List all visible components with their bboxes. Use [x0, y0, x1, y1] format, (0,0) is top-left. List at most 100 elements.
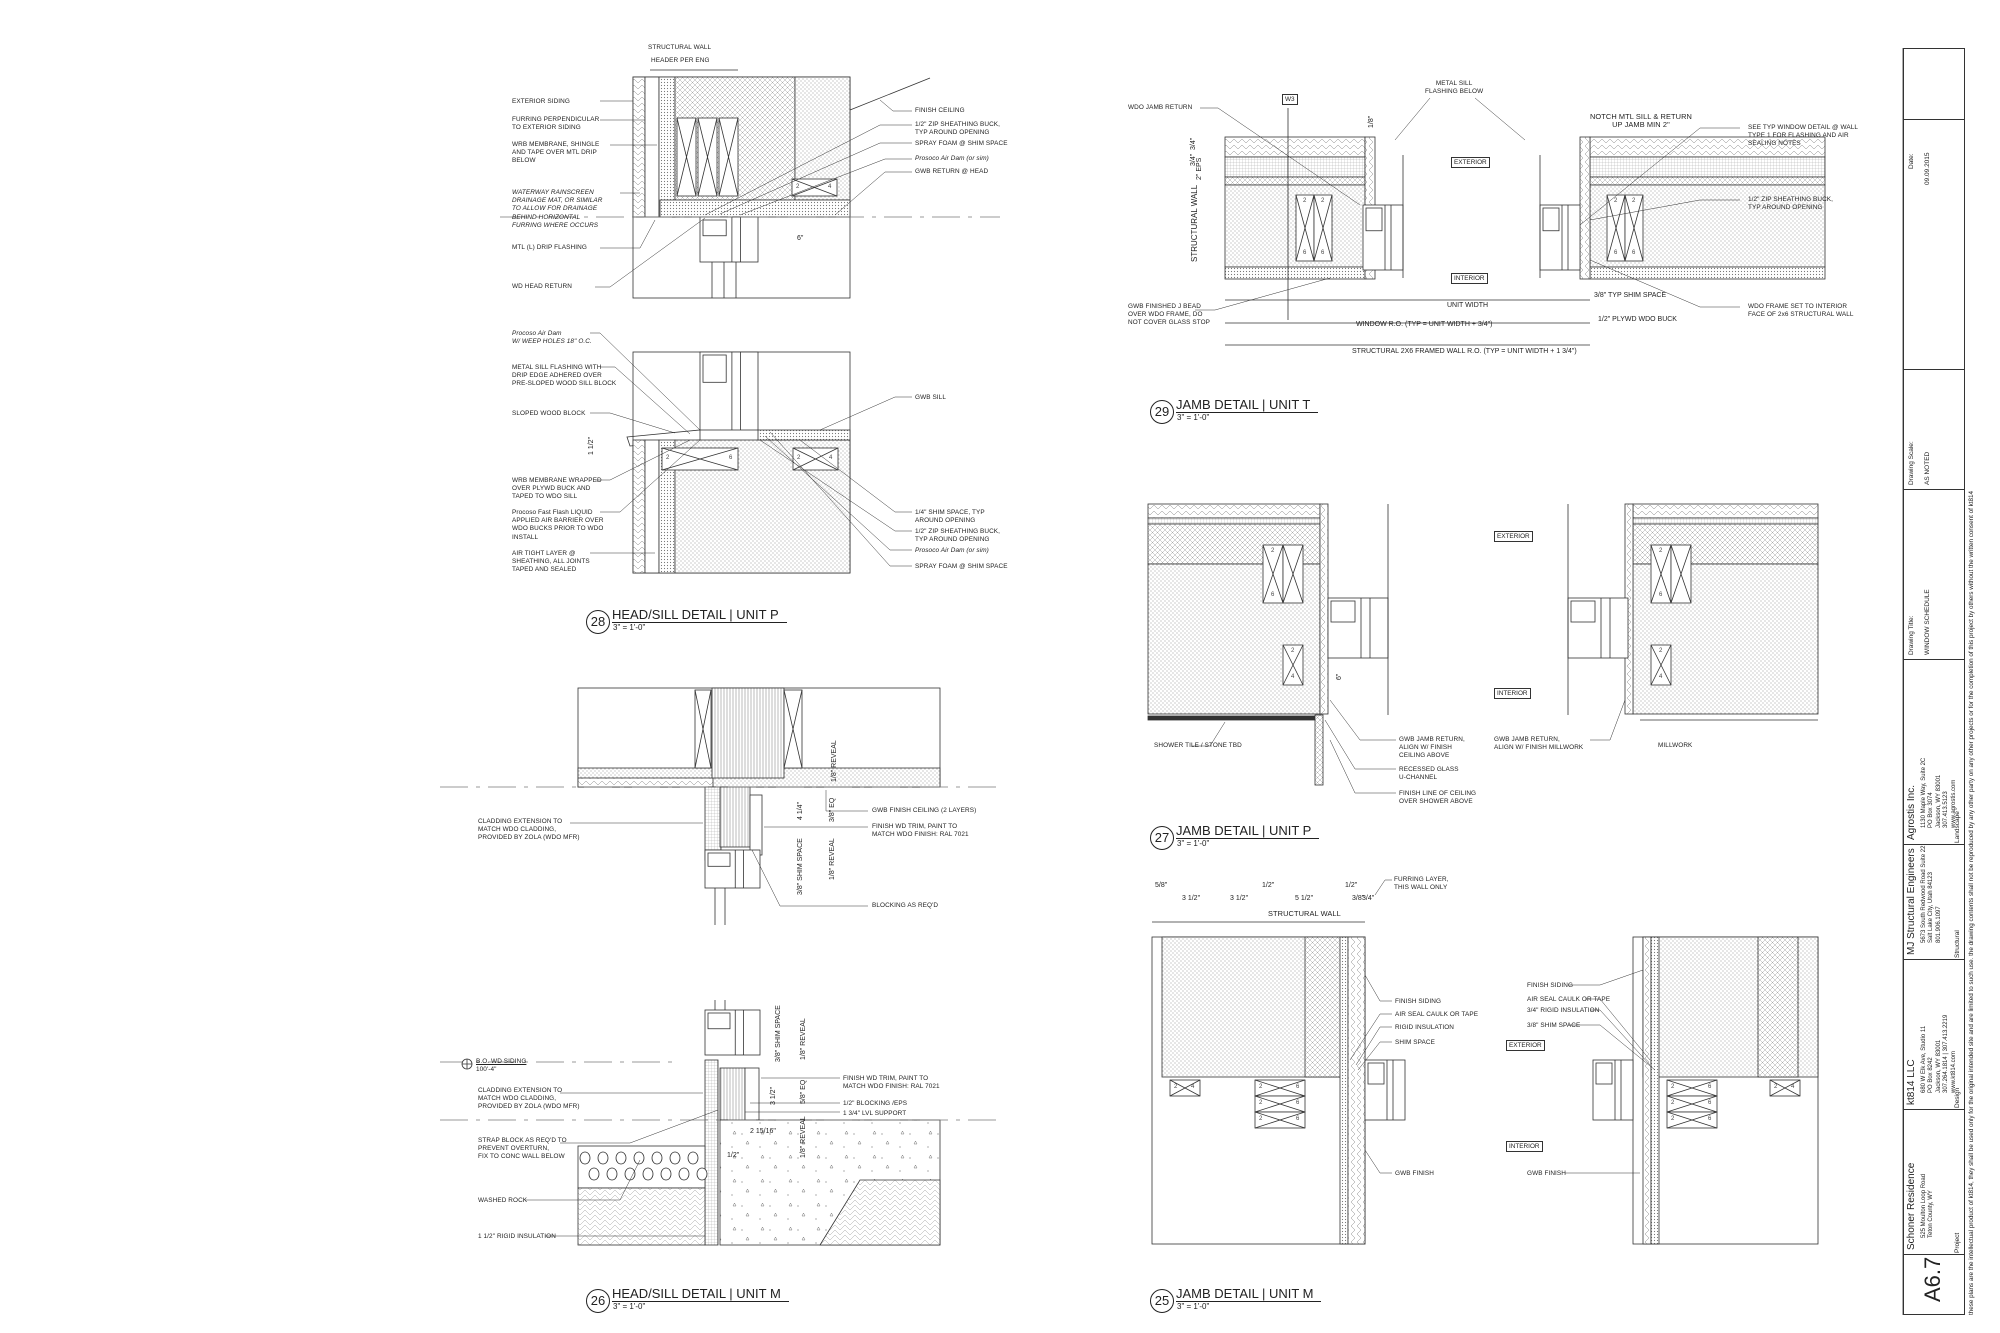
callout: GWB FINISH — [1395, 1170, 1434, 1177]
leader-line — [759, 439, 912, 532]
dimension: 3 1/2" — [770, 1086, 777, 1105]
callout: BLOCKING AS REQ'D — [872, 902, 939, 909]
structural-firm-name: MJ Structural Engineers — [1906, 848, 1917, 955]
blocking — [719, 786, 751, 848]
lumber-size-number: 6 — [1303, 250, 1307, 256]
dimension: WINDOW R.O. (TYP = UNIT WIDTH + 3/4") — [1356, 321, 1493, 328]
exterior-siding — [1147, 503, 1321, 519]
leader-line — [1589, 259, 1740, 308]
lumber-size-number: 6 — [729, 455, 733, 461]
detail-number: 25 — [1150, 1289, 1174, 1313]
landscape-cell: Agrostis Inc. 1130 Maple Way, Suite 2C P… — [1904, 659, 1964, 844]
dim-label: HEADER PER ENG — [651, 57, 710, 64]
finish-siding — [1642, 936, 1652, 1245]
leader-line — [1349, 1013, 1392, 1061]
dimension: 1 1/2" — [588, 436, 595, 455]
leader-line — [825, 790, 868, 812]
lumber-size-number: 4 — [1791, 1084, 1795, 1090]
leader-line — [799, 439, 912, 513]
leader-line — [600, 219, 656, 249]
leader-line — [769, 431, 912, 567]
detail-number: 26 — [586, 1289, 610, 1313]
callout: FINISH WD TRIM, PAINT TO MATCH WDO FINIS… — [872, 823, 969, 839]
glass-u-channel — [1314, 714, 1324, 786]
jamb-return — [1319, 503, 1329, 715]
dimension: 2" EPS — [1196, 157, 1203, 180]
exterior-siding — [1224, 136, 1366, 158]
compacted-fill — [819, 1179, 941, 1246]
detail-number: 29 — [1150, 400, 1174, 424]
level-elevation: 100'-4" — [476, 1066, 497, 1073]
leader-line — [1579, 127, 1740, 226]
callout: WATERWAY RAINSCREEN DRAINAGE MAT, OR SIM… — [512, 189, 603, 229]
rock — [651, 1151, 663, 1165]
callout: Prosoco Air Dam (or sim) — [915, 155, 989, 162]
leader-line — [1474, 97, 1526, 141]
detail-scale: 3" = 1'-0" — [613, 623, 646, 632]
lumber-cross — [1313, 194, 1333, 262]
dimension: 6" — [797, 235, 804, 242]
cladding-extension — [704, 1059, 719, 1246]
window-tag[interactable]: W3 — [1282, 94, 1298, 105]
eps-insulation — [1224, 156, 1366, 178]
detail-title: JAMB DETAIL | UNIT T — [1176, 397, 1319, 413]
exterior-siding — [632, 76, 646, 218]
dimension: 1/8" — [1368, 115, 1375, 128]
dimension: 3 1/2" — [1182, 895, 1201, 902]
leader-line — [1329, 739, 1396, 794]
lumber-size-number: 2 — [1174, 1084, 1178, 1090]
callout: FINISH WD TRIM, PAINT TO MATCH WDO FINIS… — [843, 1075, 940, 1091]
opening-line — [1402, 155, 1541, 278]
leader-line — [1195, 277, 1331, 311]
leader-line — [1200, 107, 1361, 206]
leader-line — [1394, 97, 1431, 141]
lumber-size-number: 6 — [1708, 1116, 1712, 1122]
lumber-size-number: 4 — [829, 455, 833, 461]
callout: 3/4" RIGID INSULATION — [1527, 1007, 1600, 1014]
callout: 3/8" SHIM SPACE — [1527, 1022, 1581, 1029]
callout: WRB MEMBRANE WRAPPED OVER PLYWD BUCK AND… — [512, 477, 602, 501]
leader-line — [1568, 1024, 1656, 1071]
leader-line — [595, 217, 706, 288]
lumber-size-number: 2 — [1259, 1084, 1263, 1090]
lumber-size-number: 2 — [1303, 198, 1307, 204]
lumber-size-number: 6 — [1271, 592, 1275, 598]
sheathing — [1757, 936, 1799, 1078]
lumber-cross — [1254, 1111, 1306, 1129]
sheathing — [1589, 176, 1826, 186]
leader-line — [1590, 699, 1626, 741]
callout: GWB FINISHED J BEAD OVER WDO FRAME, DO N… — [1128, 303, 1211, 327]
finish-siding — [1347, 936, 1366, 1245]
rock — [687, 1151, 699, 1165]
lumber-size-number: 2 — [1291, 648, 1295, 654]
lumber-size-number: 2 — [1259, 1100, 1263, 1106]
lumber-size-number: 2 — [1774, 1084, 1778, 1090]
zip-buck — [659, 199, 851, 218]
leader-line — [1364, 974, 1392, 1002]
leader-line — [1329, 699, 1396, 741]
lumber-size-number: 4 — [1191, 1084, 1195, 1090]
lumber-size-number: 6 — [1708, 1084, 1712, 1090]
design-firm-address: 680 W Elk Ave, Studio 11 PO Box 8242 Jac… — [1921, 1014, 1957, 1093]
exterior-tag: EXTERIOR — [1451, 157, 1490, 168]
lumber-size-number: 6 — [1659, 592, 1663, 598]
callout: RECESSED GLASS U-CHANNEL — [1399, 766, 1459, 782]
dimension: STRUCTURAL 2X6 FRAMED WALL R.O. (TYP = U… — [1352, 348, 1577, 355]
sheathing — [1304, 936, 1346, 1078]
glazing-line — [1614, 1060, 1622, 1120]
lumber-size-number: 6 — [1632, 250, 1636, 256]
glazing-line — [731, 217, 741, 262]
leader-line — [590, 332, 701, 431]
rock — [597, 1151, 609, 1165]
callout: GWB RETURN @ HEAD — [915, 168, 989, 175]
lumber-cross — [1769, 1079, 1801, 1097]
lumber-cross — [1606, 194, 1626, 262]
lumber-size-number: 4 — [1659, 674, 1663, 680]
callout: CLADDING EXTENSION TO MATCH WDO CLADDING… — [478, 818, 580, 842]
leader-line — [1568, 969, 1644, 986]
callout: Procoso Air Dam W/ WEEP HOLES 18" O.C. — [512, 330, 592, 346]
glazing-line — [714, 888, 726, 925]
window-frame-profile — [702, 354, 727, 383]
exterior-tag: EXTERIOR — [1494, 531, 1533, 542]
